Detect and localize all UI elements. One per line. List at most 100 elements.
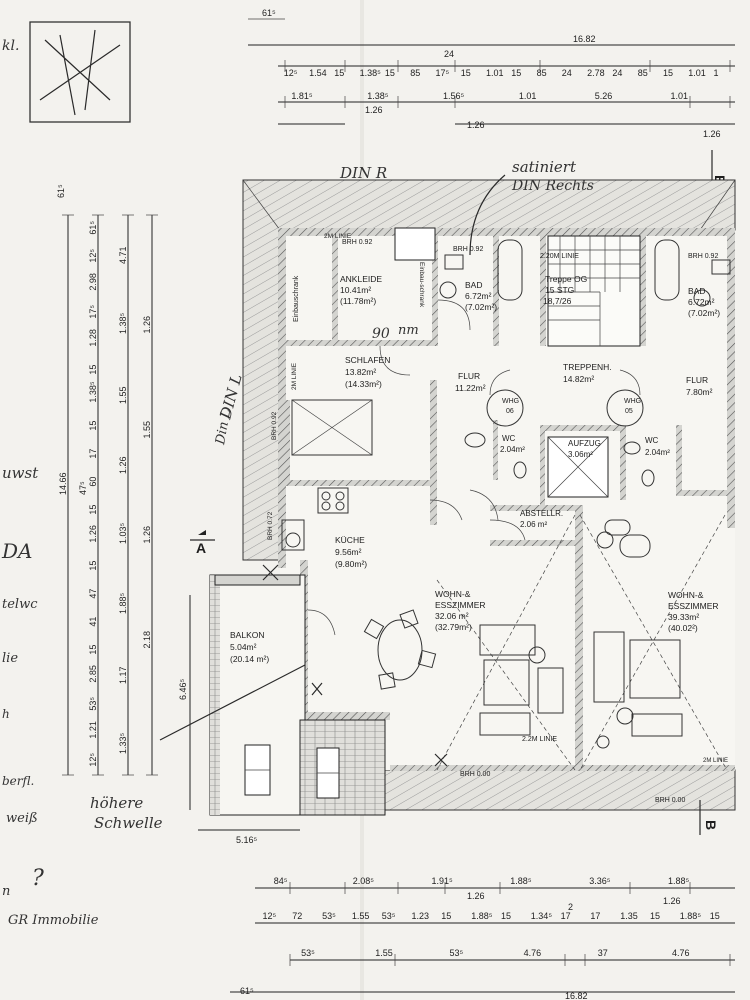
- dim-label: 1.38⁵: [367, 91, 389, 101]
- room-balkon: BALKON 5.04m² (20.14 m²): [230, 630, 269, 664]
- dim-label: 15: [385, 68, 395, 78]
- dim-label: 1.26: [142, 526, 152, 544]
- dim-label: 5.26: [595, 91, 613, 101]
- dim-label: 24: [444, 49, 454, 59]
- svg-text:2.04m²: 2.04m²: [645, 448, 670, 457]
- dim-label: 1.26: [663, 896, 681, 906]
- dim-label: 1.26: [365, 105, 383, 115]
- dim-label: 72: [292, 911, 302, 921]
- dim-label: 61⁵: [88, 221, 98, 235]
- dim-label: 15: [88, 505, 98, 515]
- dim-label: 17: [590, 911, 600, 921]
- dim-label: 1.55: [142, 421, 152, 439]
- room-wc-left: WC 2.04m²: [500, 434, 525, 454]
- dim-label: 1.35: [620, 911, 638, 921]
- dim-label: 1.01: [671, 91, 689, 101]
- svg-text:ABSTELLR.: ABSTELLR.: [520, 509, 563, 518]
- dim-label: 15: [88, 365, 98, 375]
- dim-label: 1.55: [375, 948, 393, 958]
- dim-label: 2.08⁵: [353, 876, 375, 886]
- two-two-line: 2.2M LINIE: [522, 736, 557, 743]
- dim-label: 15: [334, 68, 344, 78]
- dim-label: 1.01: [519, 91, 537, 101]
- dim-label: 85: [410, 68, 420, 78]
- svg-text:32.06 m²: 32.06 m²: [435, 611, 469, 621]
- whg-06-label: WHG: [502, 398, 519, 405]
- einbauschrank-label: Einbauschrank: [293, 275, 300, 322]
- note-nm: nm: [398, 323, 419, 338]
- two-twenty-line: 2.20M LINIE: [540, 253, 579, 260]
- dim-label: 1.88⁵: [510, 876, 532, 886]
- svg-text:(20.14 m²): (20.14 m²): [230, 654, 269, 664]
- note-left-telwc: telwc: [2, 597, 38, 612]
- dim-label: 15: [441, 911, 451, 921]
- dim-label: 2: [568, 902, 573, 912]
- dim-label: 1.88⁵: [668, 876, 690, 886]
- einbau-label: Einbau-schrank: [418, 262, 425, 308]
- staircase: [547, 235, 641, 347]
- dim-label: 85: [638, 68, 648, 78]
- dim-label: 12⁵: [88, 249, 98, 263]
- note-din-r: DIN R: [339, 164, 387, 182]
- dim-label: 47⁵: [78, 481, 88, 495]
- svg-text:18,7/26: 18,7/26: [543, 296, 572, 306]
- dim-label: 1.26: [88, 525, 98, 543]
- dim-label: 1.17: [118, 666, 128, 684]
- note-left-weiss: weiß: [6, 811, 38, 826]
- svg-text:(40.02²): (40.02²): [668, 623, 698, 633]
- brh-zero-label: BRH 0.00: [460, 771, 490, 778]
- dim-total-left: 14.66: [58, 472, 68, 495]
- room-bad-left: BAD 6.72m² (7.02m²): [465, 280, 497, 312]
- dim-label: 1.38⁵: [88, 381, 98, 403]
- svg-text:KÜCHE: KÜCHE: [335, 535, 365, 545]
- dim-label: 24: [562, 68, 572, 78]
- dim-label: 53⁵: [322, 911, 336, 921]
- dim-label: 61⁵: [56, 184, 66, 198]
- note-pointer-line: [159, 664, 306, 741]
- svg-text:Treppe OG: Treppe OG: [545, 274, 587, 284]
- whg-06-number: 06: [506, 408, 514, 415]
- dim-label: 1.21: [88, 721, 98, 739]
- svg-text:ESSZIMMER: ESSZIMMER: [668, 601, 719, 611]
- note-left-question: ?: [32, 866, 44, 891]
- dim-label: 2.85: [88, 665, 98, 683]
- dim-label: 12⁵: [263, 911, 277, 921]
- note-kl: kl.: [2, 38, 19, 54]
- note-left-da: DA: [1, 539, 32, 563]
- dim-label: 1.28: [88, 329, 98, 347]
- dim-total-bottom: 16.82: [565, 991, 588, 1000]
- left-dimension-chains: 61⁵ 14.66 47⁵ 6.46⁵ 61⁵12⁵2.9817⁵1.28151…: [56, 184, 191, 810]
- dim-label: 37: [598, 948, 608, 958]
- dim-label: 1.88⁵: [680, 911, 702, 921]
- svg-text:13.82m²: 13.82m²: [345, 367, 376, 377]
- dim-label: 15: [501, 911, 511, 921]
- svg-text:5.04m²: 5.04m²: [230, 642, 257, 652]
- dim-label: 4.76: [524, 948, 542, 958]
- dim-label: 1.26: [142, 316, 152, 334]
- svg-text:11.22m²: 11.22m²: [455, 383, 486, 393]
- note-left-lie: lie: [2, 651, 18, 666]
- note-schwelle: Schwelle: [94, 814, 163, 832]
- dim-label: 61⁵: [240, 986, 254, 996]
- room-wohn-ess-left: WOHN-& ESSZIMMER 32.06 m² (32.79m²): [435, 589, 486, 632]
- room-flur-right: FLUR 7.80m²: [686, 375, 713, 397]
- dim-label: 15: [461, 68, 471, 78]
- dim-label: 1.56⁵: [443, 91, 465, 101]
- room-ankleide: ANKLEIDE 10.41m² (11.78m²): [340, 274, 382, 306]
- dim-label: 60: [88, 477, 98, 487]
- building-footprint: [209, 179, 736, 816]
- dim-balcony-width: 5.16⁵: [236, 835, 258, 845]
- dim-total-top: 16.82: [573, 34, 596, 44]
- dim-label: 17: [88, 449, 98, 459]
- dim-label: 41: [88, 617, 98, 627]
- svg-text:FLUR: FLUR: [686, 375, 708, 385]
- dim-balcony-height: 6.46⁵: [178, 678, 188, 700]
- dim-label: 15: [710, 911, 720, 921]
- dim-label: 15: [663, 68, 673, 78]
- dim-label: 15: [88, 645, 98, 655]
